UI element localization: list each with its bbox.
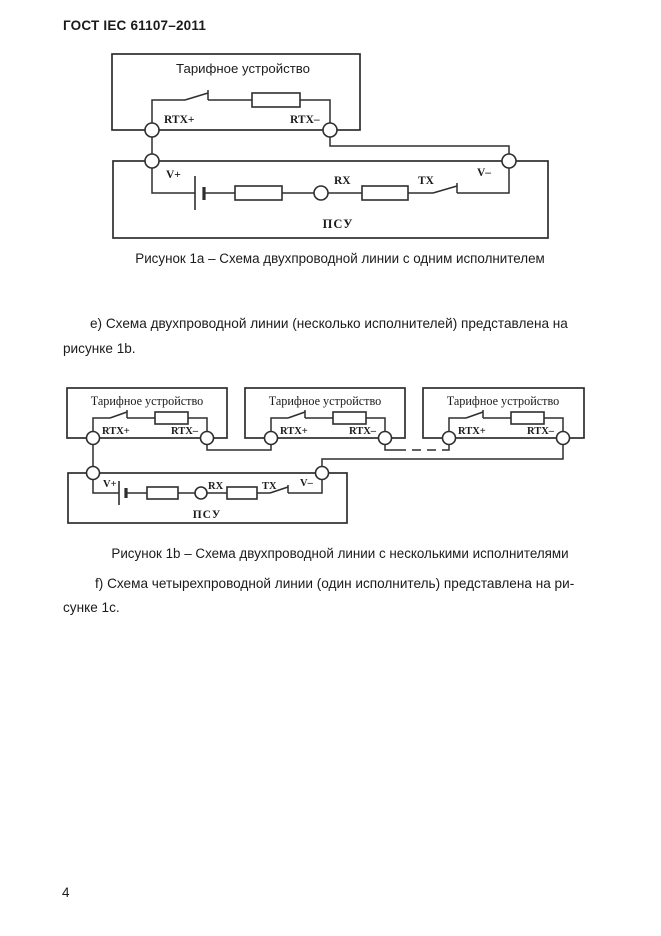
wire [366, 417, 386, 432]
wire [151, 99, 185, 123]
label-v-plus: V+ [166, 169, 181, 181]
paragraph-e-line2: рисунке 1b. [63, 341, 136, 356]
psu-box [112, 160, 549, 239]
label-v-minus: V– [300, 478, 314, 489]
label-v-minus: V– [477, 167, 491, 179]
terminal-v-minus [501, 153, 517, 169]
wire [92, 479, 119, 494]
tariff-device-title: Тарифное устройство [91, 394, 203, 408]
psu-title: ПСУ [323, 217, 354, 231]
psu-title: ПСУ [193, 509, 222, 521]
tariff-device-title: Тарифное устройство [269, 394, 381, 408]
wire [288, 479, 323, 494]
label-tx: TX [418, 175, 435, 187]
label-rtx-minus: RTX– [527, 426, 555, 437]
switch-blade [184, 92, 209, 101]
label-rtx-minus: RTX– [349, 426, 377, 437]
label-tx: TX [262, 481, 277, 492]
resistor [510, 411, 545, 425]
tariff-device-title: Тарифное устройство [176, 61, 310, 76]
resistor [361, 185, 409, 201]
tariff-device-box [66, 387, 228, 439]
paragraph-f-line2: сунке 1с. [63, 600, 120, 615]
wire [206, 444, 272, 451]
terminal-rtx-minus [199, 430, 215, 446]
figure-1b-diagram: Тарифное устройство RTX+ RTX– Тарифное у… [66, 387, 585, 524]
figure-1b-caption: Рисунок 1b – Схема двухпроводной линии с… [111, 546, 569, 561]
tariff-device-box [422, 387, 585, 439]
figure-1a-diagram: Тарифное устройство RTX+ RTX– V+ V– RX [111, 53, 549, 239]
wire [270, 417, 288, 432]
tariff-device-3: Тарифное устройство RTX+ RTX– [422, 387, 585, 446]
tariff-device-box [111, 53, 361, 131]
wire [384, 444, 397, 451]
wire [457, 168, 510, 194]
switch-blade [269, 486, 289, 494]
wire [151, 168, 195, 194]
terminal-rtx-plus [441, 430, 457, 446]
rx-node [313, 185, 329, 201]
resistor [251, 92, 301, 108]
terminal-rtx-minus [377, 430, 393, 446]
wire [188, 417, 208, 432]
terminal-rtx-plus [85, 430, 101, 446]
resistor [332, 411, 367, 425]
terminal-rtx-plus [263, 430, 279, 446]
switch-blade [432, 185, 458, 194]
resistor [226, 486, 258, 500]
label-rtx-minus: RTX– [171, 426, 199, 437]
terminal-v-plus [144, 153, 160, 169]
psu-box [67, 472, 348, 524]
label-v-plus: V+ [103, 479, 117, 490]
rx-node [194, 486, 208, 500]
wire [92, 417, 110, 432]
label-rtx-plus: RTX+ [458, 426, 486, 437]
terminal-rtx-minus [555, 430, 571, 446]
label-rx: RX [208, 481, 224, 492]
wire [300, 99, 331, 123]
terminal-rtx-minus [322, 122, 338, 138]
wire [321, 444, 564, 467]
paragraph-e-line1: е) Схема двухпроводной линии (несколько … [90, 316, 568, 331]
label-rtx-plus: RTX+ [280, 426, 308, 437]
switch-blade [109, 411, 128, 419]
figure-1a-caption: Рисунок 1а – Схема двухпроводной линии с… [135, 251, 545, 266]
wire [329, 137, 510, 154]
terminal-v-minus [314, 465, 330, 481]
switch-blade [465, 411, 484, 419]
label-rtx-plus: RTX+ [164, 114, 194, 126]
label-rx: RX [334, 175, 351, 187]
tariff-device-2: Тарифное устройство RTX+ RTX– [244, 387, 406, 446]
terminal-v-plus [85, 465, 101, 481]
tariff-device-title: Тарифное устройство [447, 394, 559, 408]
page-header: ГОСТ IEC 61107–2011 [63, 18, 207, 33]
tariff-device-1: Тарифное устройство RTX+ RTX– [66, 387, 228, 446]
wire [544, 417, 564, 432]
paragraph-f-line1: f) Схема четырехпроводной линии (один ис… [95, 576, 575, 591]
terminal-rtx-plus [144, 122, 160, 138]
label-rtx-minus: RTX– [290, 114, 320, 126]
label-rtx-plus: RTX+ [102, 426, 130, 437]
resistor [146, 486, 179, 500]
tariff-device-box [244, 387, 406, 439]
wire [443, 444, 450, 451]
switch-blade [287, 411, 306, 419]
resistor [154, 411, 189, 425]
page-number: 4 [62, 885, 70, 900]
wire [448, 417, 466, 432]
resistor [234, 185, 283, 201]
